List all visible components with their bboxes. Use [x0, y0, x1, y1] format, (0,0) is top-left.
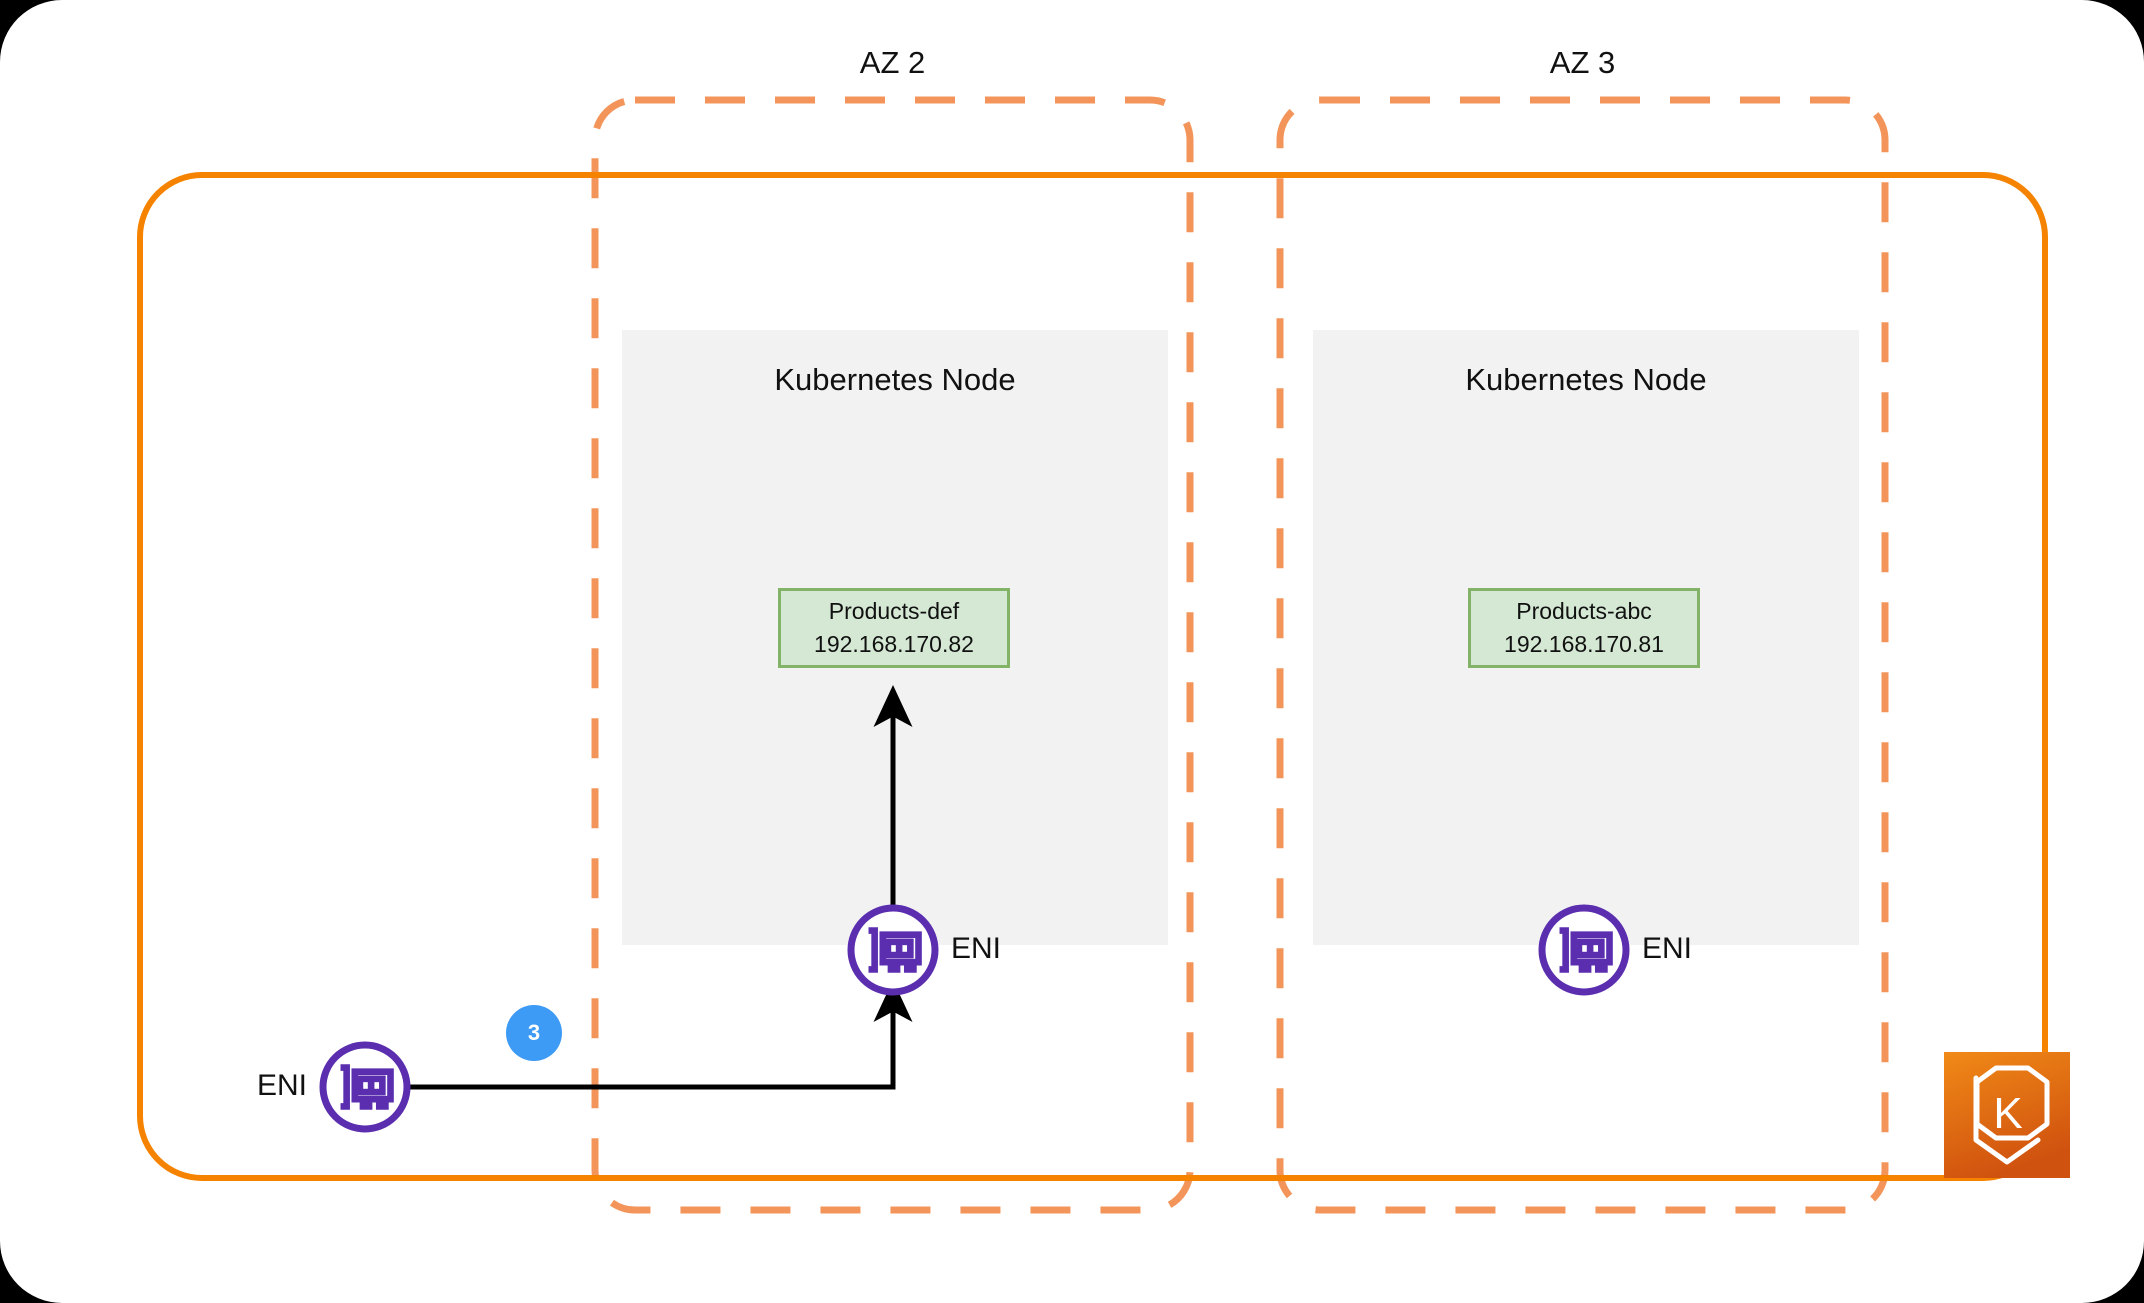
pod-ip-products-def: 192.168.170.82	[814, 631, 974, 657]
eks-logo-badge: K	[1944, 1052, 2070, 1178]
eni-label-az3: ENI	[1642, 932, 1693, 965]
pod-products-def[interactable]: Products-def 192.168.170.82	[778, 588, 1010, 668]
connector-source-eni-to-node-eni	[410, 980, 913, 1090]
eni-label-az2: ENI	[951, 932, 1002, 965]
az-2-label: AZ 2	[859, 45, 926, 80]
eni-label-source: ENI	[256, 1069, 307, 1102]
pod-products-abc[interactable]: Products-abc 192.168.170.81	[1468, 588, 1700, 668]
pod-ip-products-abc: 192.168.170.81	[1504, 631, 1664, 657]
az-3-label: AZ 3	[1549, 45, 1616, 80]
node-title-az3: Kubernetes Node	[1465, 362, 1707, 397]
svg-text:K: K	[1993, 1089, 2022, 1138]
pod-name-products-def: Products-def	[828, 598, 960, 625]
pod-name-products-abc: Products-abc	[1516, 598, 1652, 625]
eni-icon-source	[319, 1041, 411, 1133]
step-3-badge: 3	[506, 1005, 562, 1061]
node-title-az2: Kubernetes Node	[774, 362, 1016, 397]
